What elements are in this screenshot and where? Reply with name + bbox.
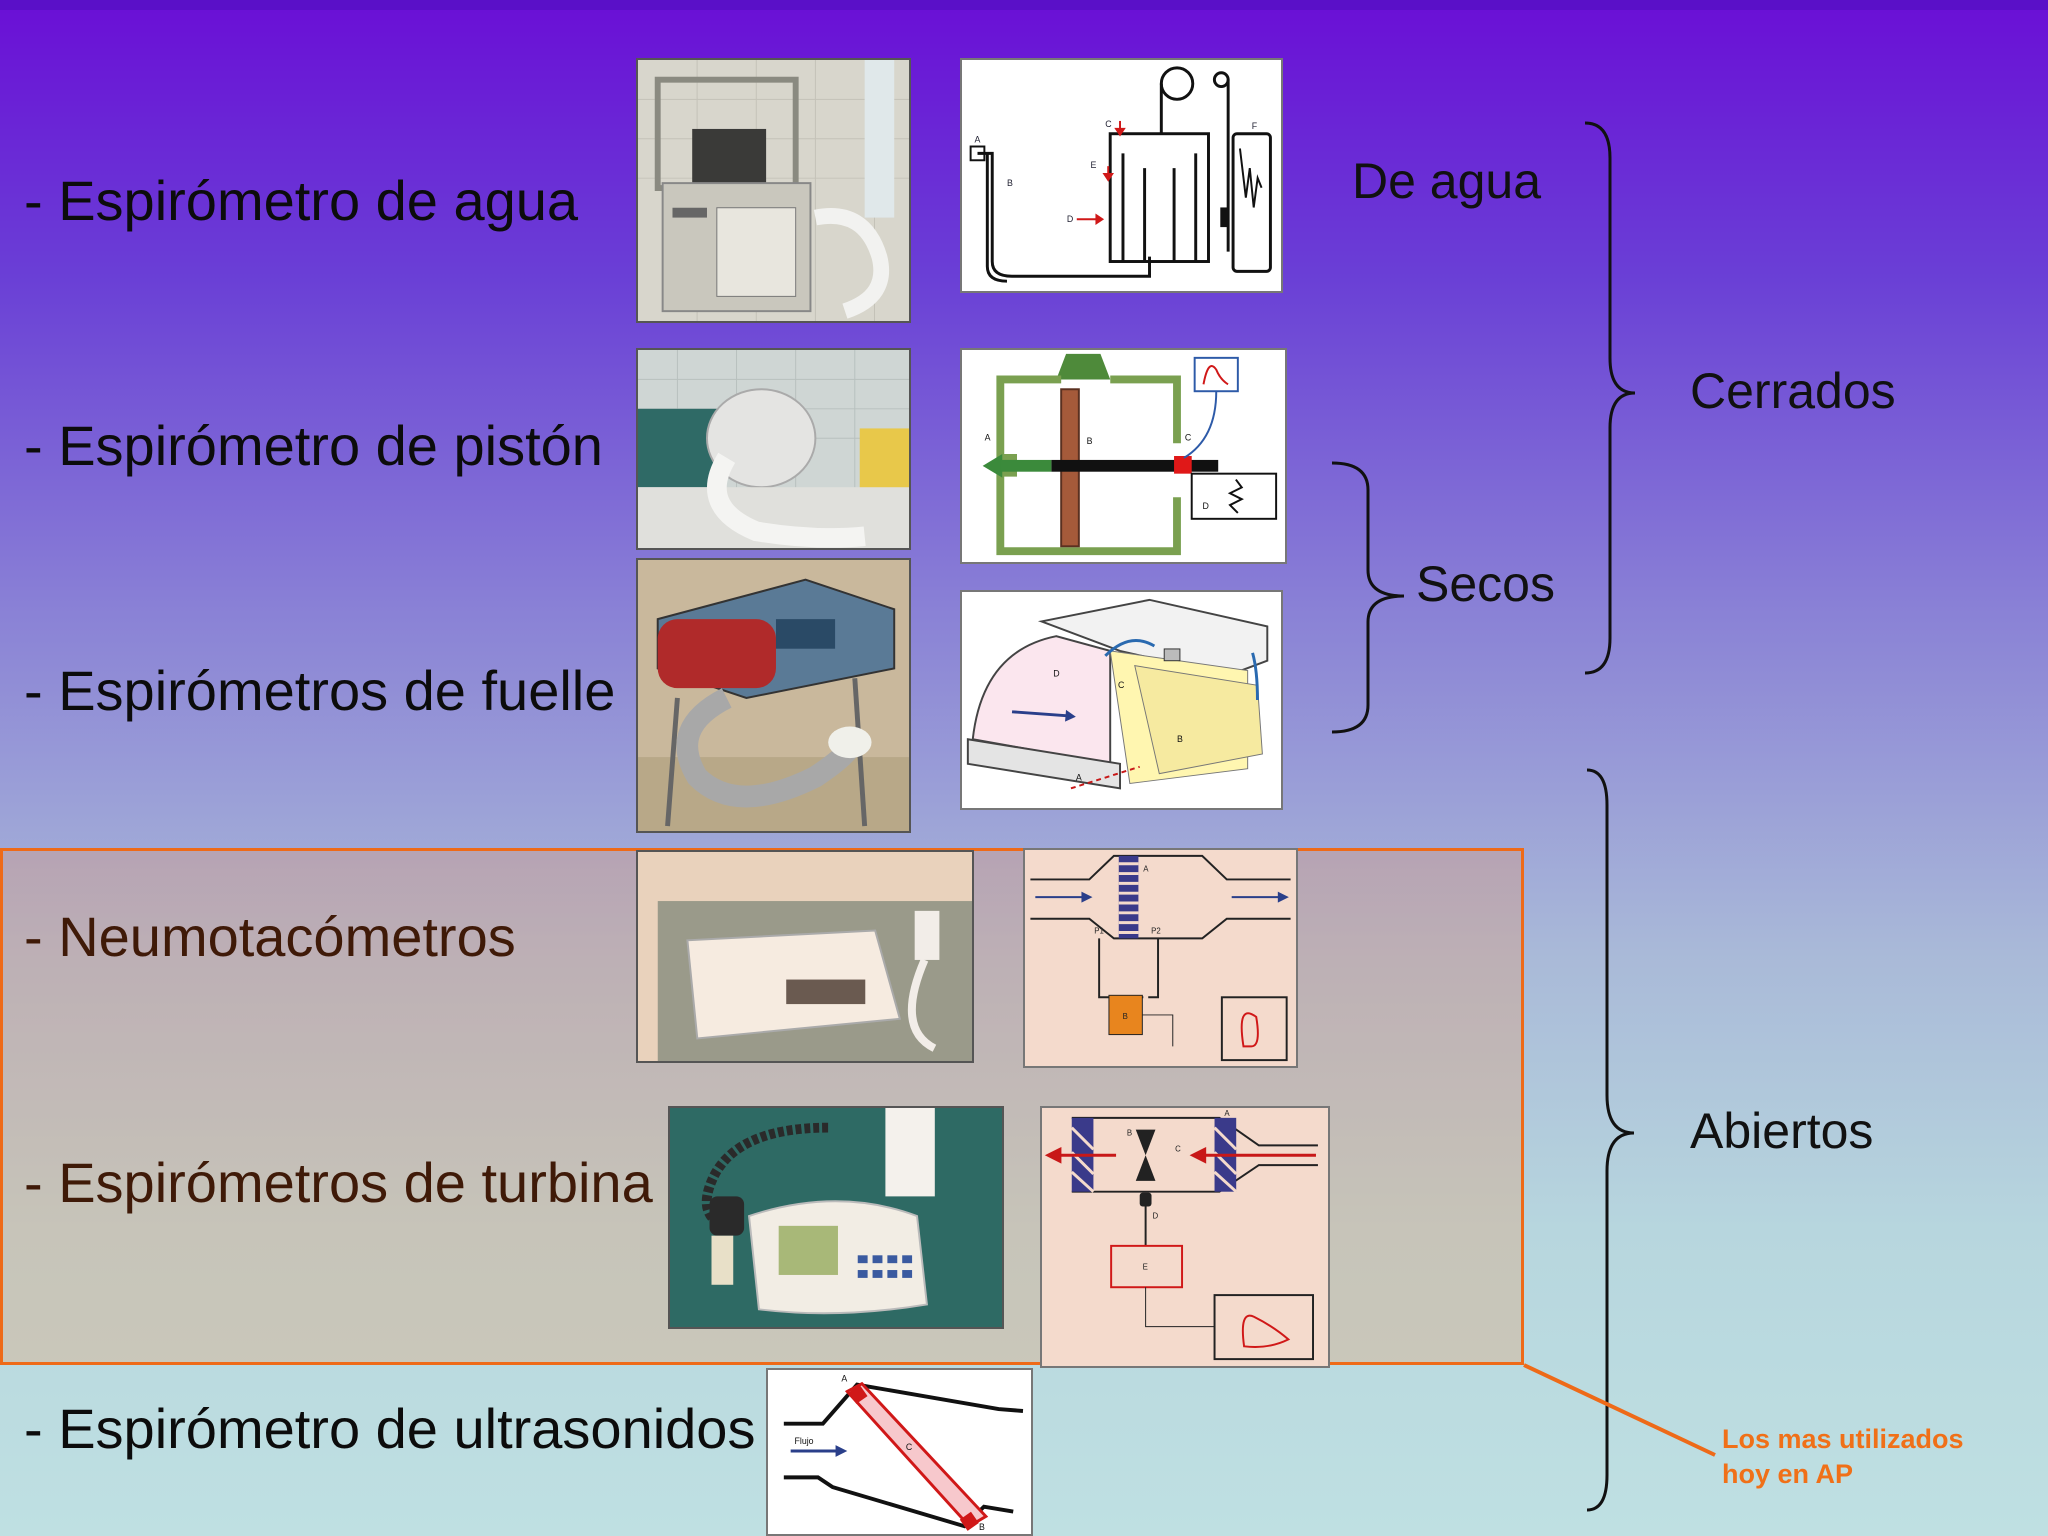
diag-pneumo-label-p2: P2 <box>1151 926 1161 935</box>
photo-water-spirometer <box>636 58 911 323</box>
diag-ultra-label-a: A <box>841 1374 847 1384</box>
diag-bellows-label-b: B <box>1177 734 1183 744</box>
category-dry: Secos <box>1416 556 1555 612</box>
diag-water-label-f: F <box>1252 121 1258 131</box>
label-pneumotachometer: - Neumotacómetros <box>24 905 516 968</box>
diag-water-label-a: A <box>975 135 981 145</box>
photo-piston-spirometer <box>636 348 911 550</box>
diag-pneumo-label-p1: P1 <box>1094 926 1104 935</box>
diag-bellows-label-c: C <box>1118 680 1125 690</box>
label-bellows-spirometer: - Espirómetros de fuelle <box>24 659 616 722</box>
diag-turbine-label-d: D <box>1153 1211 1159 1220</box>
label-turbine-spirometer: - Espirómetros de turbina <box>24 1151 653 1214</box>
diag-water-label-d: D <box>1067 214 1073 224</box>
diag-ultra-label-b: B <box>979 1522 985 1532</box>
label-piston-spirometer: - Espirómetro de pistón <box>24 414 603 477</box>
category-closed: Cerrados <box>1690 363 1896 419</box>
diag-piston-label-d: D <box>1203 501 1209 511</box>
diagram-water-spirometer: A B C D E F <box>960 58 1283 293</box>
photo-pneumotachometer <box>636 850 974 1063</box>
callout-note-line2: hoy en AP <box>1722 1459 1854 1489</box>
category-water: De agua <box>1352 153 1542 209</box>
diag-pneumo-label-b: B <box>1123 1012 1128 1021</box>
diagram-piston-spirometer: A B C D <box>960 348 1287 564</box>
diag-turbine-label-c: C <box>1175 1144 1181 1153</box>
diag-pneumo-label-a: A <box>1143 865 1149 874</box>
brace-closed <box>1584 121 1636 675</box>
label-water-spirometer: - Espirómetro de agua <box>24 169 579 232</box>
diag-turbine-label-a: A <box>1224 1109 1230 1118</box>
diagram-pneumotachometer: A B P1 P2 <box>1023 848 1298 1068</box>
diag-turbine-label-b: B <box>1127 1129 1132 1138</box>
diagram-ultrasound-spirometer: A B C Flujo <box>766 1368 1033 1536</box>
label-ultrasound-spirometer: - Espirómetro de ultrasonidos <box>24 1397 756 1460</box>
diag-water-label-b: B <box>1007 178 1013 188</box>
photo-bellows-spirometer <box>636 558 911 833</box>
diag-turbine-label-e: E <box>1143 1262 1148 1271</box>
diag-ultra-label-flujo: Flujo <box>795 1436 814 1446</box>
diag-ultra-label-c: C <box>906 1442 912 1452</box>
callout-line <box>1523 1363 1716 1457</box>
callout-note-line1: Los mas utilizados <box>1722 1424 1964 1454</box>
brace-dry <box>1331 461 1405 734</box>
diag-water-label-c: C <box>1105 119 1112 129</box>
top-bar <box>0 0 2048 10</box>
diagram-bellows-spirometer: A B C D <box>960 590 1283 810</box>
diag-bellows-label-d: D <box>1053 668 1059 678</box>
diag-bellows-label-a: A <box>1076 773 1082 783</box>
diag-piston-label-b: B <box>1087 436 1093 446</box>
diag-piston-label-c: C <box>1185 432 1192 442</box>
diag-piston-label-a: A <box>985 432 991 442</box>
diagram-turbine-spirometer: A B C D E <box>1040 1106 1330 1368</box>
brace-open <box>1586 768 1635 1512</box>
photo-turbine-spirometer <box>668 1106 1004 1329</box>
callout-note: Los mas utilizados hoy en AP <box>1722 1422 1964 1492</box>
diag-water-label-e: E <box>1091 160 1097 170</box>
category-open: Abiertos <box>1690 1103 1874 1159</box>
